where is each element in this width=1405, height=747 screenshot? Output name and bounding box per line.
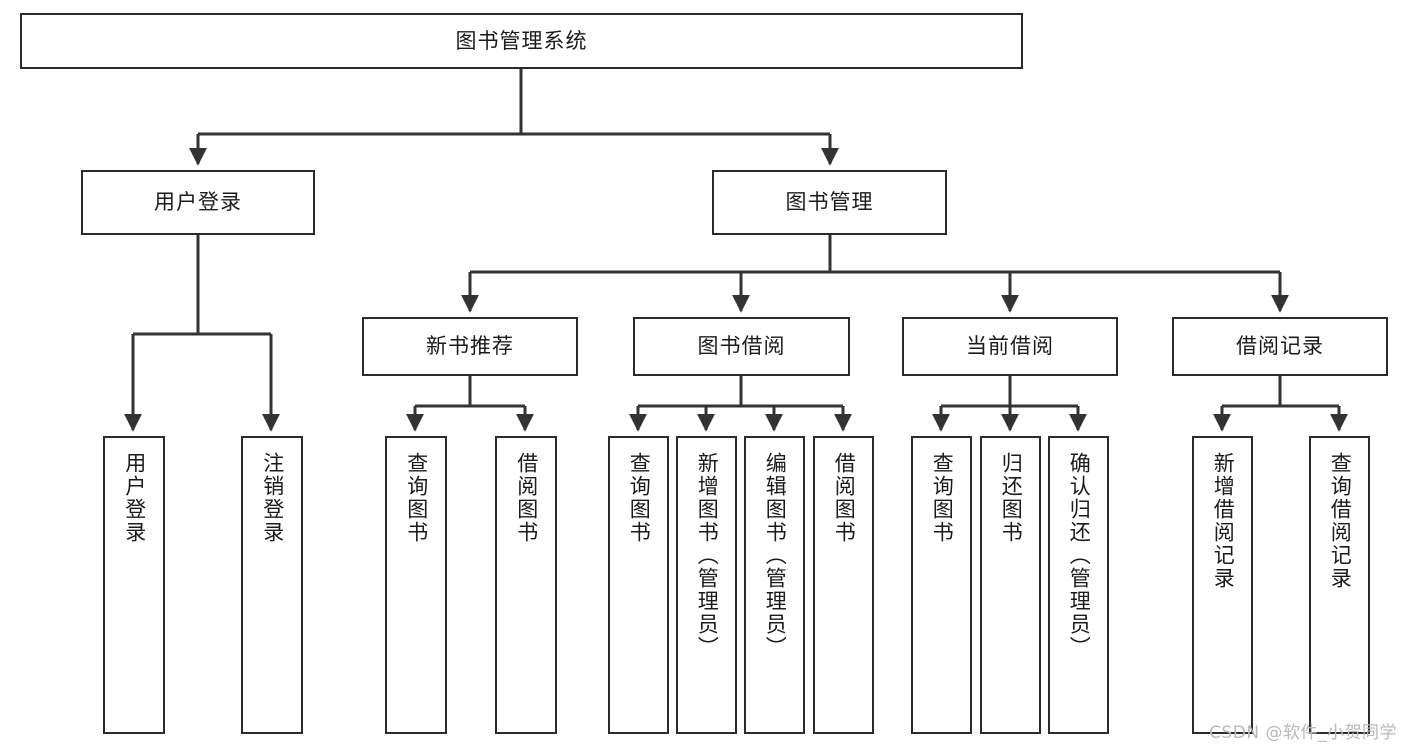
node-label: 图书借阅 [697, 334, 786, 359]
leaf-label: 查询图书 [404, 452, 429, 544]
node-root-book-management-system[interactable]: 图书管理系统 [20, 13, 1023, 69]
leaf-current-borrow-return-book[interactable]: 归还图书 [980, 436, 1041, 734]
node-label: 当前借阅 [966, 334, 1054, 359]
leaf-book-borrow-add-book-admin[interactable]: 新增图书（管理员） [676, 436, 737, 734]
leaf-label: 查询借阅记录 [1328, 452, 1353, 590]
leaf-label: 查询图书 [627, 452, 652, 544]
leaf-label: 新增图书（管理员） [695, 452, 720, 659]
leaf-label: 注销登录 [260, 452, 285, 544]
node-label: 图书管理 [785, 190, 874, 215]
node-user-login[interactable]: 用户登录 [81, 170, 315, 235]
leaf-label: 借阅图书 [832, 452, 857, 544]
leaf-label: 用户登录 [122, 452, 147, 544]
leaf-label: 编辑图书（管理员） [763, 452, 788, 659]
leaf-user-login-login[interactable]: 用户登录 [103, 436, 165, 734]
node-label: 用户登录 [154, 190, 242, 215]
leaf-current-borrow-confirm-return-admin[interactable]: 确认归还（管理员） [1048, 436, 1109, 734]
leaf-label: 查询图书 [930, 452, 955, 544]
leaf-book-borrow-query-book[interactable]: 查询图书 [608, 436, 669, 734]
node-label: 图书管理系统 [455, 28, 588, 53]
leaf-borrow-record-add-record[interactable]: 新增借阅记录 [1192, 436, 1253, 734]
leaf-label: 新增借阅记录 [1211, 452, 1236, 590]
leaf-borrow-record-query-record[interactable]: 查询借阅记录 [1309, 436, 1370, 734]
leaf-label: 借阅图书 [514, 452, 539, 544]
leaf-current-borrow-query-book[interactable]: 查询图书 [911, 436, 972, 734]
node-book-borrow[interactable]: 图书借阅 [633, 317, 850, 376]
node-label: 新书推荐 [426, 334, 514, 359]
node-label: 借阅记录 [1236, 334, 1324, 359]
node-current-borrow[interactable]: 当前借阅 [902, 317, 1118, 376]
leaf-label: 归还图书 [999, 452, 1024, 544]
leaf-book-borrow-edit-book-admin[interactable]: 编辑图书（管理员） [744, 436, 805, 734]
node-borrow-record[interactable]: 借阅记录 [1172, 317, 1388, 376]
leaf-new-book-query-book[interactable]: 查询图书 [385, 436, 447, 734]
leaf-new-book-borrow-book[interactable]: 借阅图书 [495, 436, 557, 734]
leaf-user-login-logout[interactable]: 注销登录 [241, 436, 303, 734]
leaf-label: 确认归还（管理员） [1067, 452, 1092, 659]
node-book-management[interactable]: 图书管理 [712, 170, 947, 235]
leaf-book-borrow-borrow-book[interactable]: 借阅图书 [813, 436, 874, 734]
node-new-book-recommend[interactable]: 新书推荐 [362, 317, 578, 376]
csdn-watermark: CSDN @软件_小贺同学 [1209, 723, 1397, 743]
